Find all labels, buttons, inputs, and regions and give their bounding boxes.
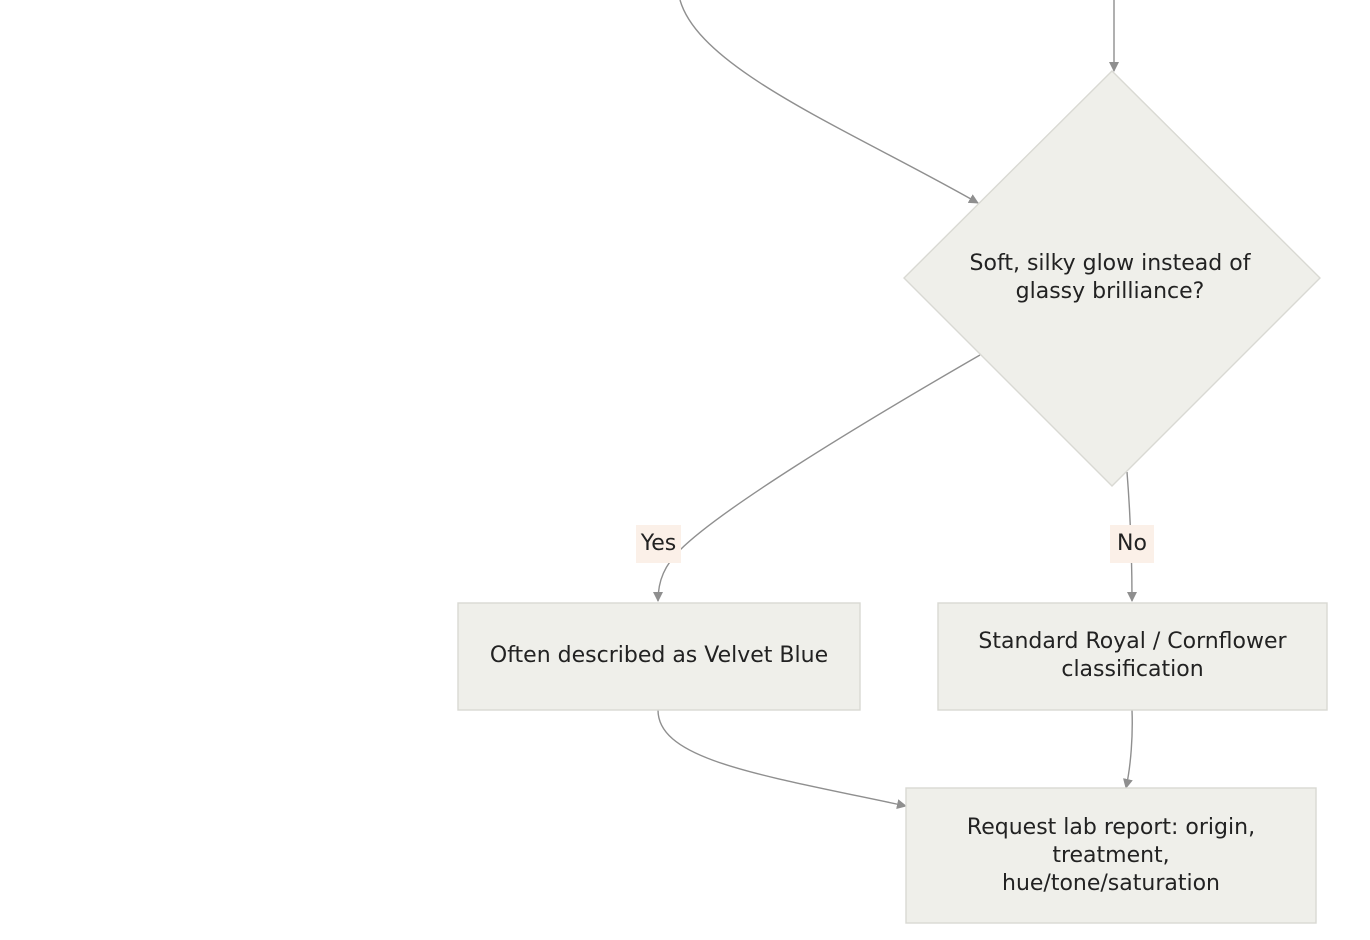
edge-label-yes: Yes — [636, 525, 681, 563]
velvet-blue-label: Often described as Velvet Blue — [489, 643, 829, 668]
standard-royal-label: Standard Royal / Cornflower classificati… — [978, 629, 1287, 682]
standard-royal-box — [937, 602, 1328, 711]
decision-label: Soft, silky glow instead of glassy brill… — [969, 251, 1251, 304]
edge-incoming-left — [679, 0, 979, 204]
lab-report-label: Request lab report: origin, treatment, h… — [966, 815, 1256, 896]
edge-label-no: No — [1110, 525, 1154, 563]
edge-velvet-to-lab — [657, 709, 907, 810]
lab-report-box — [905, 787, 1317, 924]
edge-decision-yes — [653, 354, 981, 602]
velvet-blue-box — [457, 602, 861, 711]
decision-diamond — [903, 70, 1321, 487]
edge-standard-to-lab — [1123, 709, 1133, 789]
